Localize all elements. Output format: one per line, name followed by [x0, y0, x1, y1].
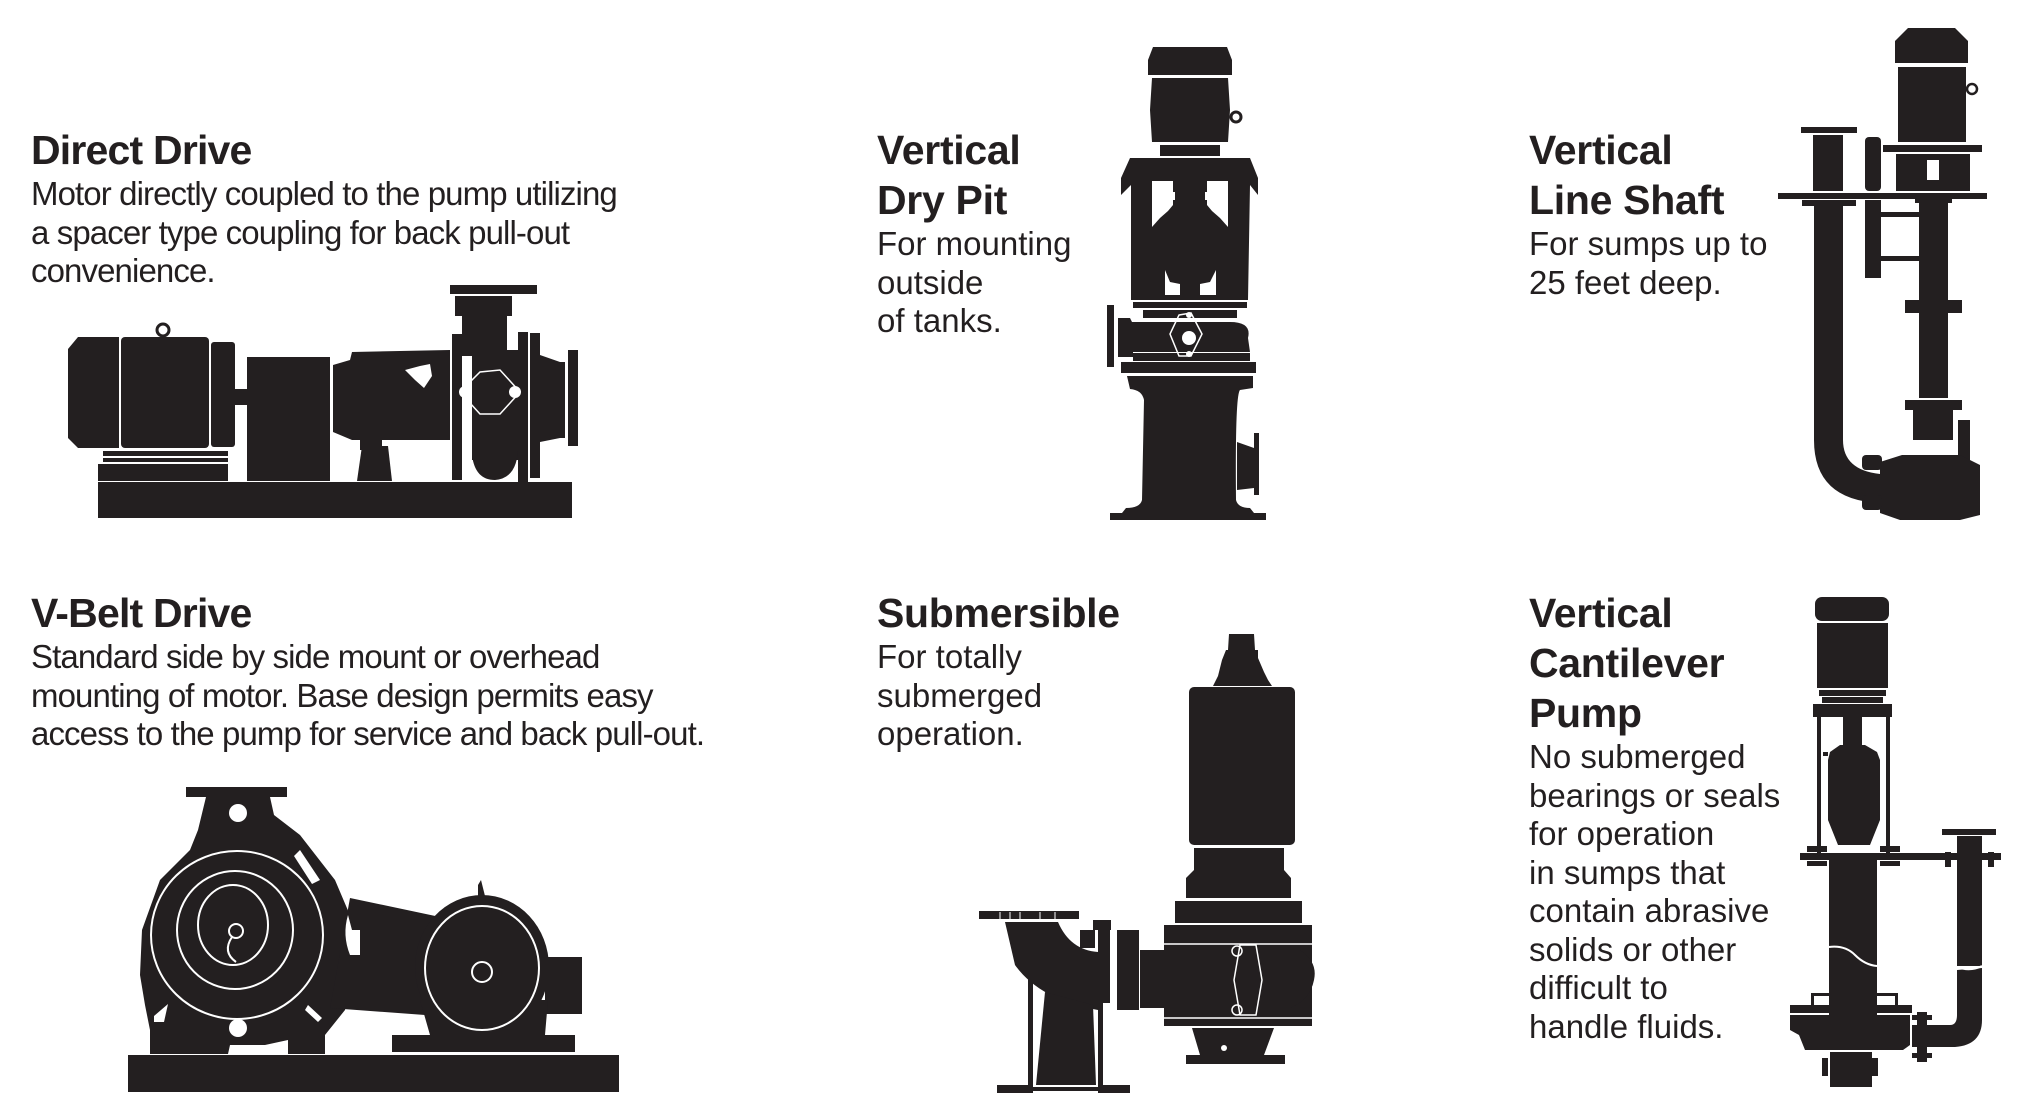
description-line: convenience.: [31, 252, 216, 289]
description-line: in sumps that: [1529, 853, 1726, 891]
title-line: Dry Pit: [877, 177, 1008, 223]
section-vertical-dry-pit: Vertical Dry Pit For mounting outside of…: [877, 125, 1071, 341]
section-vertical-line-shaft: Vertical Line Shaft For sumps up to 25 f…: [1529, 125, 1767, 302]
description-line: difficult to: [1529, 969, 1668, 1006]
section-description: For totally submerged operation.: [877, 638, 1120, 754]
title-line: Vertical: [1529, 590, 1673, 636]
description-line: operation.: [877, 715, 1024, 752]
title-line: Direct Drive: [31, 127, 252, 173]
section-direct-drive: Direct Drive Motor directly coupled to t…: [31, 125, 618, 291]
description-line: For sumps up to: [1529, 225, 1768, 262]
section-description: Motor directly coupled to the pump utili…: [31, 175, 618, 291]
description-line: No submerged: [1529, 738, 1746, 775]
description-line: access to the pump for service and back …: [31, 715, 705, 752]
description-line: For totally: [877, 638, 1022, 675]
description-line: a spacer type coupling for back pull-out: [31, 213, 570, 251]
section-title: Vertical Dry Pit: [877, 125, 1071, 225]
title-line: Vertical: [1529, 127, 1673, 173]
description-line: submerged: [877, 676, 1043, 714]
description-line: Motor directly coupled to the pump utili…: [31, 175, 618, 212]
section-submersible: Submersible For totally submerged operat…: [877, 588, 1120, 754]
section-description: For mounting outside of tanks.: [877, 225, 1071, 341]
section-description: Standard side by side mount or overhead …: [31, 638, 705, 754]
description-line: for operation: [1529, 815, 1715, 852]
description-line: solids or other: [1529, 930, 1737, 968]
section-title: Vertical Cantilever Pump: [1529, 588, 1780, 738]
description-line: of tanks.: [877, 302, 1002, 339]
section-title: Direct Drive: [31, 125, 617, 175]
section-title: Submersible: [877, 588, 1120, 638]
section-title: V-Belt Drive: [31, 588, 704, 638]
title-line: Pump: [1529, 690, 1642, 736]
title-line: Vertical: [877, 127, 1021, 173]
description-line: Standard side by side mount or overhead: [31, 638, 600, 675]
title-line: Submersible: [877, 590, 1120, 636]
title-line: Line Shaft: [1529, 177, 1725, 223]
section-v-belt-drive: V-Belt Drive Standard side by side mount…: [31, 588, 705, 754]
description-line: outside: [877, 263, 984, 301]
section-description: No submerged bearings or seals for opera…: [1529, 738, 1780, 1046]
description-line: For mounting: [877, 225, 1072, 262]
section-description: For sumps up to 25 feet deep.: [1529, 225, 1767, 302]
description-line: handle fluids.: [1529, 1007, 1724, 1045]
description-line: 25 feet deep.: [1529, 263, 1722, 301]
description-line: contain abrasive: [1529, 892, 1770, 929]
description-line: bearings or seals: [1529, 776, 1781, 814]
title-line: V-Belt Drive: [31, 590, 252, 636]
title-line: Cantilever: [1529, 640, 1725, 686]
description-line: mounting of motor. Base design permits e…: [31, 676, 654, 714]
section-vertical-cantilever-pump: Vertical Cantilever Pump No submerged be…: [1529, 588, 1780, 1046]
section-title: Vertical Line Shaft: [1529, 125, 1767, 225]
